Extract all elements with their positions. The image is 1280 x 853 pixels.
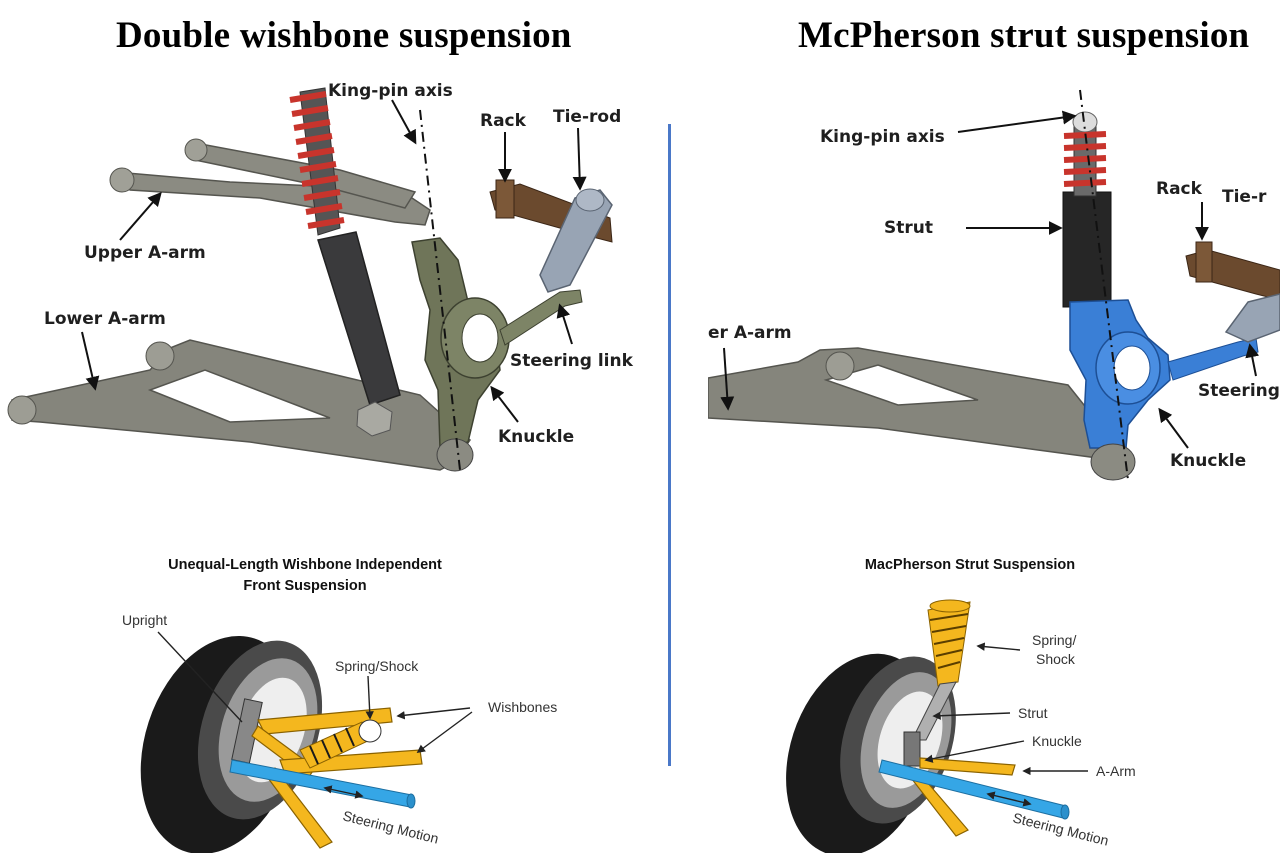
schematic-title-line2: Front Suspension xyxy=(243,578,366,594)
label-wishbones: Wishbones xyxy=(488,699,557,715)
label-spring-shock: Spring/Shock xyxy=(335,658,419,674)
spring-shock xyxy=(299,719,382,769)
coil-spring-right xyxy=(1063,131,1107,187)
label-kingpin-axis-right: King-pin axis xyxy=(820,127,945,147)
title-double-wishbone: Double wishbone suspension xyxy=(116,15,572,56)
strut-body xyxy=(903,681,957,767)
label-kingpin-axis: King-pin axis xyxy=(328,81,453,101)
lower-a-arm xyxy=(7,339,471,471)
label-knuckle-right: Knuckle xyxy=(1170,451,1246,471)
label-upper-a-arm: Upper A-arm xyxy=(84,243,206,263)
unequal-wishbone-schematic: Unequal-Length Wishbone Independent Fron… xyxy=(122,557,557,853)
schematic-title-line1: Unequal-Length Wishbone Independent xyxy=(168,557,442,573)
tie-rod-right xyxy=(1224,293,1280,343)
label-lower-a-arm: Lower A-arm xyxy=(44,309,166,329)
rack-right xyxy=(1185,241,1280,301)
label-lower-a-arm-right: er A-arm xyxy=(708,323,792,343)
label-knuckle: Knuckle xyxy=(498,427,574,447)
label-upright: Upright xyxy=(122,612,167,628)
upper-a-arm xyxy=(109,138,431,226)
label-rack: Rack xyxy=(480,111,527,131)
schematic-title-right: MacPherson Strut Suspension xyxy=(865,557,1075,573)
wishbones xyxy=(251,707,423,849)
coil-spring xyxy=(289,91,345,229)
label-steering-link: Steering link xyxy=(510,351,634,371)
label-strut: Strut xyxy=(884,218,933,238)
label-tie-rod: Tie-rod xyxy=(553,107,621,127)
panel-divider xyxy=(668,124,671,766)
tie-rod xyxy=(539,188,613,293)
label-spring-line1: Spring/ xyxy=(1032,632,1076,648)
label-spring-line2: Shock xyxy=(1036,651,1076,667)
label-a-arm: A-Arm xyxy=(1096,763,1136,779)
label-tie-rod-right: Tie-r xyxy=(1222,187,1267,207)
label-rack-right: Rack xyxy=(1156,179,1203,199)
title-mcpherson-strut: McPherson strut suspension xyxy=(798,15,1250,56)
label-steering-right: Steering xyxy=(1198,381,1280,401)
label-strut-schematic: Strut xyxy=(1018,705,1048,721)
label-knuckle-schematic: Knuckle xyxy=(1032,733,1082,749)
double-wishbone-diagram: King-pin axis Rack Tie-rod Upper A-arm L… xyxy=(7,81,634,472)
lower-a-arm-right xyxy=(708,347,1109,459)
steering-rod xyxy=(229,759,416,809)
strut-spring xyxy=(927,599,971,687)
label-steering-motion: Steering Motion xyxy=(341,807,440,846)
mcpherson-strut-diagram: King-pin axis Rack Tie-r Strut er A-arm … xyxy=(708,89,1280,481)
macpherson-strut-schematic: MacPherson Strut Suspension Spring/ Shoc… xyxy=(786,557,1136,853)
kingpin-axis-line xyxy=(419,109,461,471)
shock-absorber xyxy=(289,87,401,437)
knuckle-right xyxy=(1069,299,1259,481)
